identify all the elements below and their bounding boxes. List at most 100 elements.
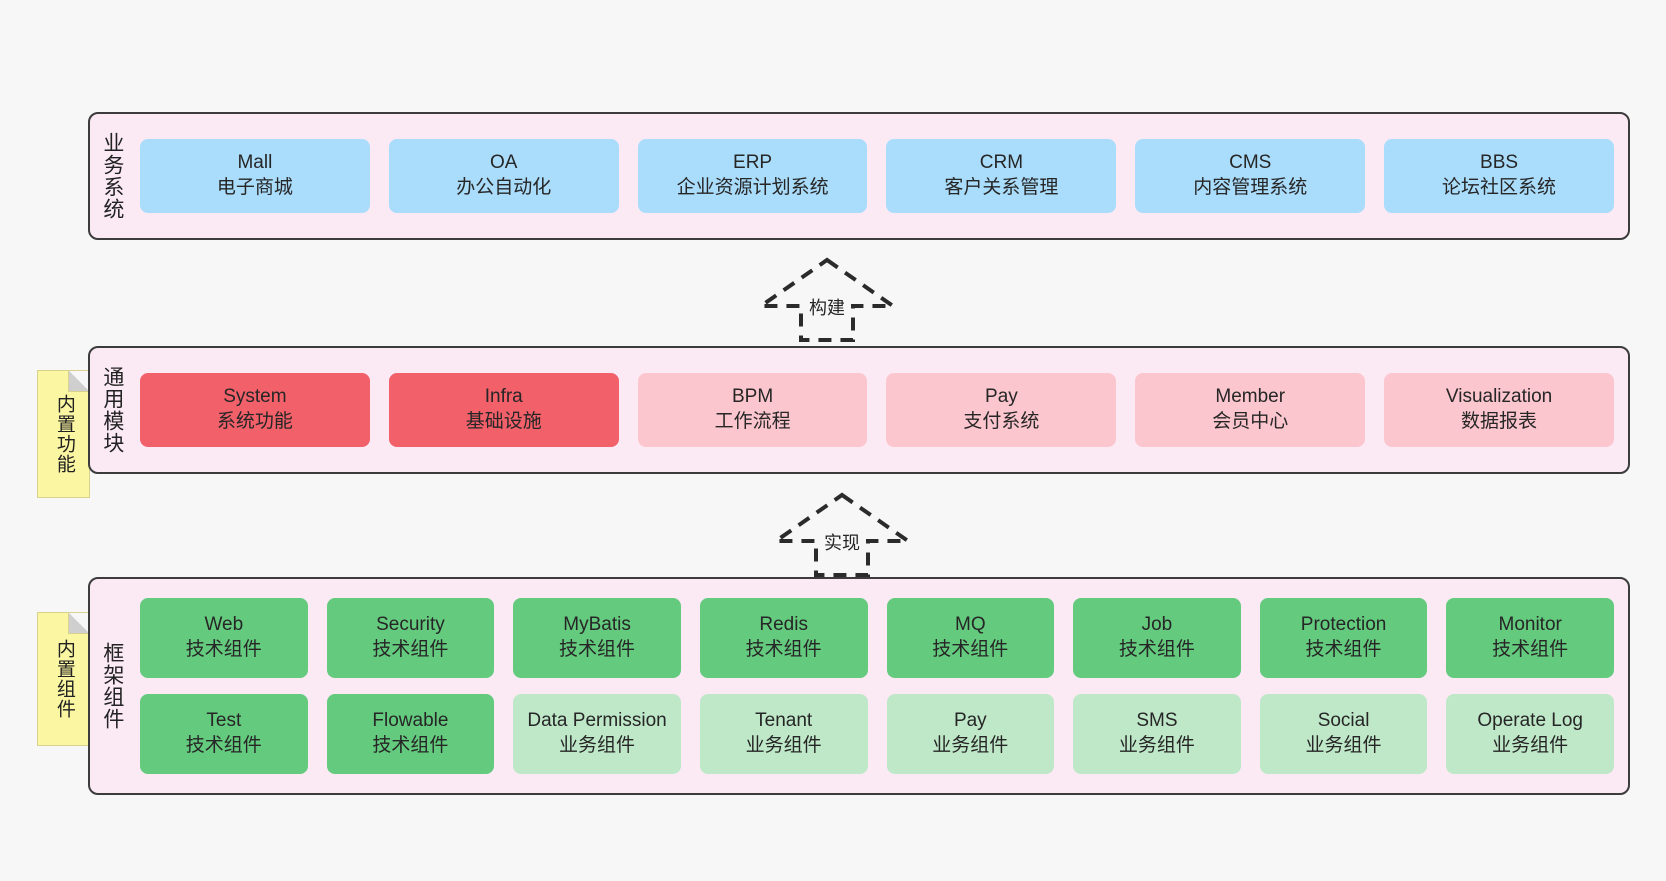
box-title-en: Data Permission xyxy=(527,710,667,732)
box-title-en: Web xyxy=(204,614,244,636)
box-title-cn: 技术组件 xyxy=(745,639,822,660)
box-mq[interactable]: MQ 技术组件 xyxy=(886,598,1055,678)
box-pay-business[interactable]: Pay 业务组件 xyxy=(886,694,1055,774)
box-title-cn: 系统功能 xyxy=(216,411,293,432)
box-title-en: System xyxy=(223,386,287,408)
box-title-cn: 业务组件 xyxy=(1118,735,1195,756)
box-web[interactable]: Web 技术组件 xyxy=(140,598,308,678)
box-crm[interactable]: CRM 客户关系管理 xyxy=(886,139,1117,213)
box-mall[interactable]: Mall 电子商城 xyxy=(140,139,370,213)
box-test[interactable]: Test 技术组件 xyxy=(140,694,308,774)
box-title-cn: 业务组件 xyxy=(932,735,1009,756)
box-title-cn: 电子商城 xyxy=(216,177,293,198)
layer-title-common: 通用模块 xyxy=(100,366,124,454)
box-title-cn: 基础设施 xyxy=(465,411,542,432)
box-title-en: Visualization xyxy=(1445,386,1553,408)
box-title-cn: 技术组件 xyxy=(559,639,636,660)
box-title-cn: 技术组件 xyxy=(185,639,262,660)
layer-row: System 系统功能 Infra 基础设施 BPM 工作流程 Pay 支付系统… xyxy=(140,373,1614,447)
box-title-cn: 业务组件 xyxy=(559,735,636,756)
layer-framework-component[interactable]: 框架组件 Web 技术组件 Security 技术组件 MyBatis 技术组件… xyxy=(88,577,1630,795)
box-title-en: Flowable xyxy=(372,710,449,732)
box-title-cn: 技术组件 xyxy=(1118,639,1195,660)
layer-title-business: 业务系统 xyxy=(100,132,124,220)
box-title-cn: 数据报表 xyxy=(1461,411,1538,432)
note-label: 内置组件 xyxy=(53,639,75,719)
box-title-en: Test xyxy=(206,710,242,732)
box-bpm[interactable]: BPM 工作流程 xyxy=(637,373,868,447)
box-protection[interactable]: Protection 技术组件 xyxy=(1259,598,1428,678)
box-title-en: MQ xyxy=(955,614,986,636)
box-title-cn: 企业资源计划系统 xyxy=(676,177,829,198)
box-title-cn: 内容管理系统 xyxy=(1193,177,1308,198)
box-title-en: Operate Log xyxy=(1477,710,1583,732)
box-title-cn: 业务组件 xyxy=(745,735,822,756)
box-title-en: Security xyxy=(376,614,445,636)
box-title-en: Pay xyxy=(985,386,1018,408)
box-data-permission[interactable]: Data Permission 业务组件 xyxy=(513,694,681,774)
arrow-implement: 实现 xyxy=(769,492,915,577)
box-title-en: SMS xyxy=(1136,710,1178,732)
box-title-en: MyBatis xyxy=(563,614,631,636)
box-infra[interactable]: Infra 基础设施 xyxy=(388,373,619,447)
box-pay[interactable]: Pay 支付系统 xyxy=(886,373,1117,447)
box-title-en: Mall xyxy=(237,152,273,174)
box-flowable[interactable]: Flowable 技术组件 xyxy=(326,694,495,774)
box-title-en: Job xyxy=(1141,614,1173,636)
arrow-build: 构建 xyxy=(754,257,900,342)
box-title-en: ERP xyxy=(733,152,773,174)
layer-row: Test 技术组件 Flowable 技术组件 Data Permission … xyxy=(140,694,1614,774)
box-title-en: BBS xyxy=(1480,152,1519,174)
layer-title-framework: 框架组件 xyxy=(100,642,124,730)
box-social[interactable]: Social 业务组件 xyxy=(1259,694,1428,774)
arrow-label-build: 构建 xyxy=(809,298,845,318)
dashed-block-arrow-up-icon xyxy=(769,492,915,577)
box-tenant[interactable]: Tenant 业务组件 xyxy=(699,694,868,774)
note-builtin-function[interactable]: 内置功能 xyxy=(37,370,90,498)
box-title-en: BPM xyxy=(731,386,774,408)
layer-body-business: Mall 电子商城 OA 办公自动化 ERP 企业资源计划系统 CRM 客户关系… xyxy=(134,114,1628,238)
box-title-en: Social xyxy=(1317,710,1370,732)
box-title-cn: 论坛社区系统 xyxy=(1442,177,1557,198)
layer-row: Web 技术组件 Security 技术组件 MyBatis 技术组件 Redi… xyxy=(140,598,1614,678)
box-operate-log[interactable]: Operate Log 业务组件 xyxy=(1446,694,1614,774)
box-system[interactable]: System 系统功能 xyxy=(140,373,370,447)
box-title-en: Member xyxy=(1215,386,1286,408)
note-label: 内置功能 xyxy=(53,394,75,474)
box-sms[interactable]: SMS 业务组件 xyxy=(1073,694,1241,774)
box-title-cn: 会员中心 xyxy=(1212,411,1289,432)
box-title-cn: 业务组件 xyxy=(1305,735,1382,756)
box-visualization[interactable]: Visualization 数据报表 xyxy=(1384,373,1614,447)
box-monitor[interactable]: Monitor 技术组件 xyxy=(1446,598,1614,678)
box-title-en: Tenant xyxy=(755,710,813,732)
box-title-en: CRM xyxy=(979,152,1024,174)
arrow-label-implement: 实现 xyxy=(824,533,860,553)
box-title-en: Infra xyxy=(484,386,523,408)
box-erp[interactable]: ERP 企业资源计划系统 xyxy=(637,139,868,213)
box-job[interactable]: Job 技术组件 xyxy=(1073,598,1241,678)
layer-row: Mall 电子商城 OA 办公自动化 ERP 企业资源计划系统 CRM 客户关系… xyxy=(140,139,1614,213)
box-redis[interactable]: Redis 技术组件 xyxy=(699,598,868,678)
box-bbs[interactable]: BBS 论坛社区系统 xyxy=(1384,139,1614,213)
box-title-cn: 技术组件 xyxy=(1305,639,1382,660)
layer-business-system[interactable]: 业务系统 Mall 电子商城 OA 办公自动化 ERP 企业资源计划系统 CRM… xyxy=(88,112,1630,240)
box-mybatis[interactable]: MyBatis 技术组件 xyxy=(513,598,681,678)
box-cms[interactable]: CMS 内容管理系统 xyxy=(1135,139,1366,213)
box-title-en: Pay xyxy=(953,710,987,732)
layer-common-module[interactable]: 通用模块 System 系统功能 Infra 基础设施 BPM 工作流程 Pay… xyxy=(88,346,1630,474)
box-title-cn: 技术组件 xyxy=(185,735,262,756)
box-title-cn: 工作流程 xyxy=(714,411,791,432)
layer-body-framework: Web 技术组件 Security 技术组件 MyBatis 技术组件 Redi… xyxy=(134,579,1628,793)
box-oa[interactable]: OA 办公自动化 xyxy=(388,139,619,213)
box-title-cn: 业务组件 xyxy=(1492,735,1569,756)
box-title-en: Monitor xyxy=(1498,614,1562,636)
box-title-en: OA xyxy=(490,152,518,174)
box-member[interactable]: Member 会员中心 xyxy=(1135,373,1366,447)
box-title-en: CMS xyxy=(1229,152,1272,174)
layer-body-common: System 系统功能 Infra 基础设施 BPM 工作流程 Pay 支付系统… xyxy=(134,348,1628,472)
note-builtin-component[interactable]: 内置组件 xyxy=(37,612,90,746)
box-security[interactable]: Security 技术组件 xyxy=(326,598,495,678)
box-title-en: Redis xyxy=(759,614,808,636)
dashed-block-arrow-up-icon xyxy=(754,257,900,342)
